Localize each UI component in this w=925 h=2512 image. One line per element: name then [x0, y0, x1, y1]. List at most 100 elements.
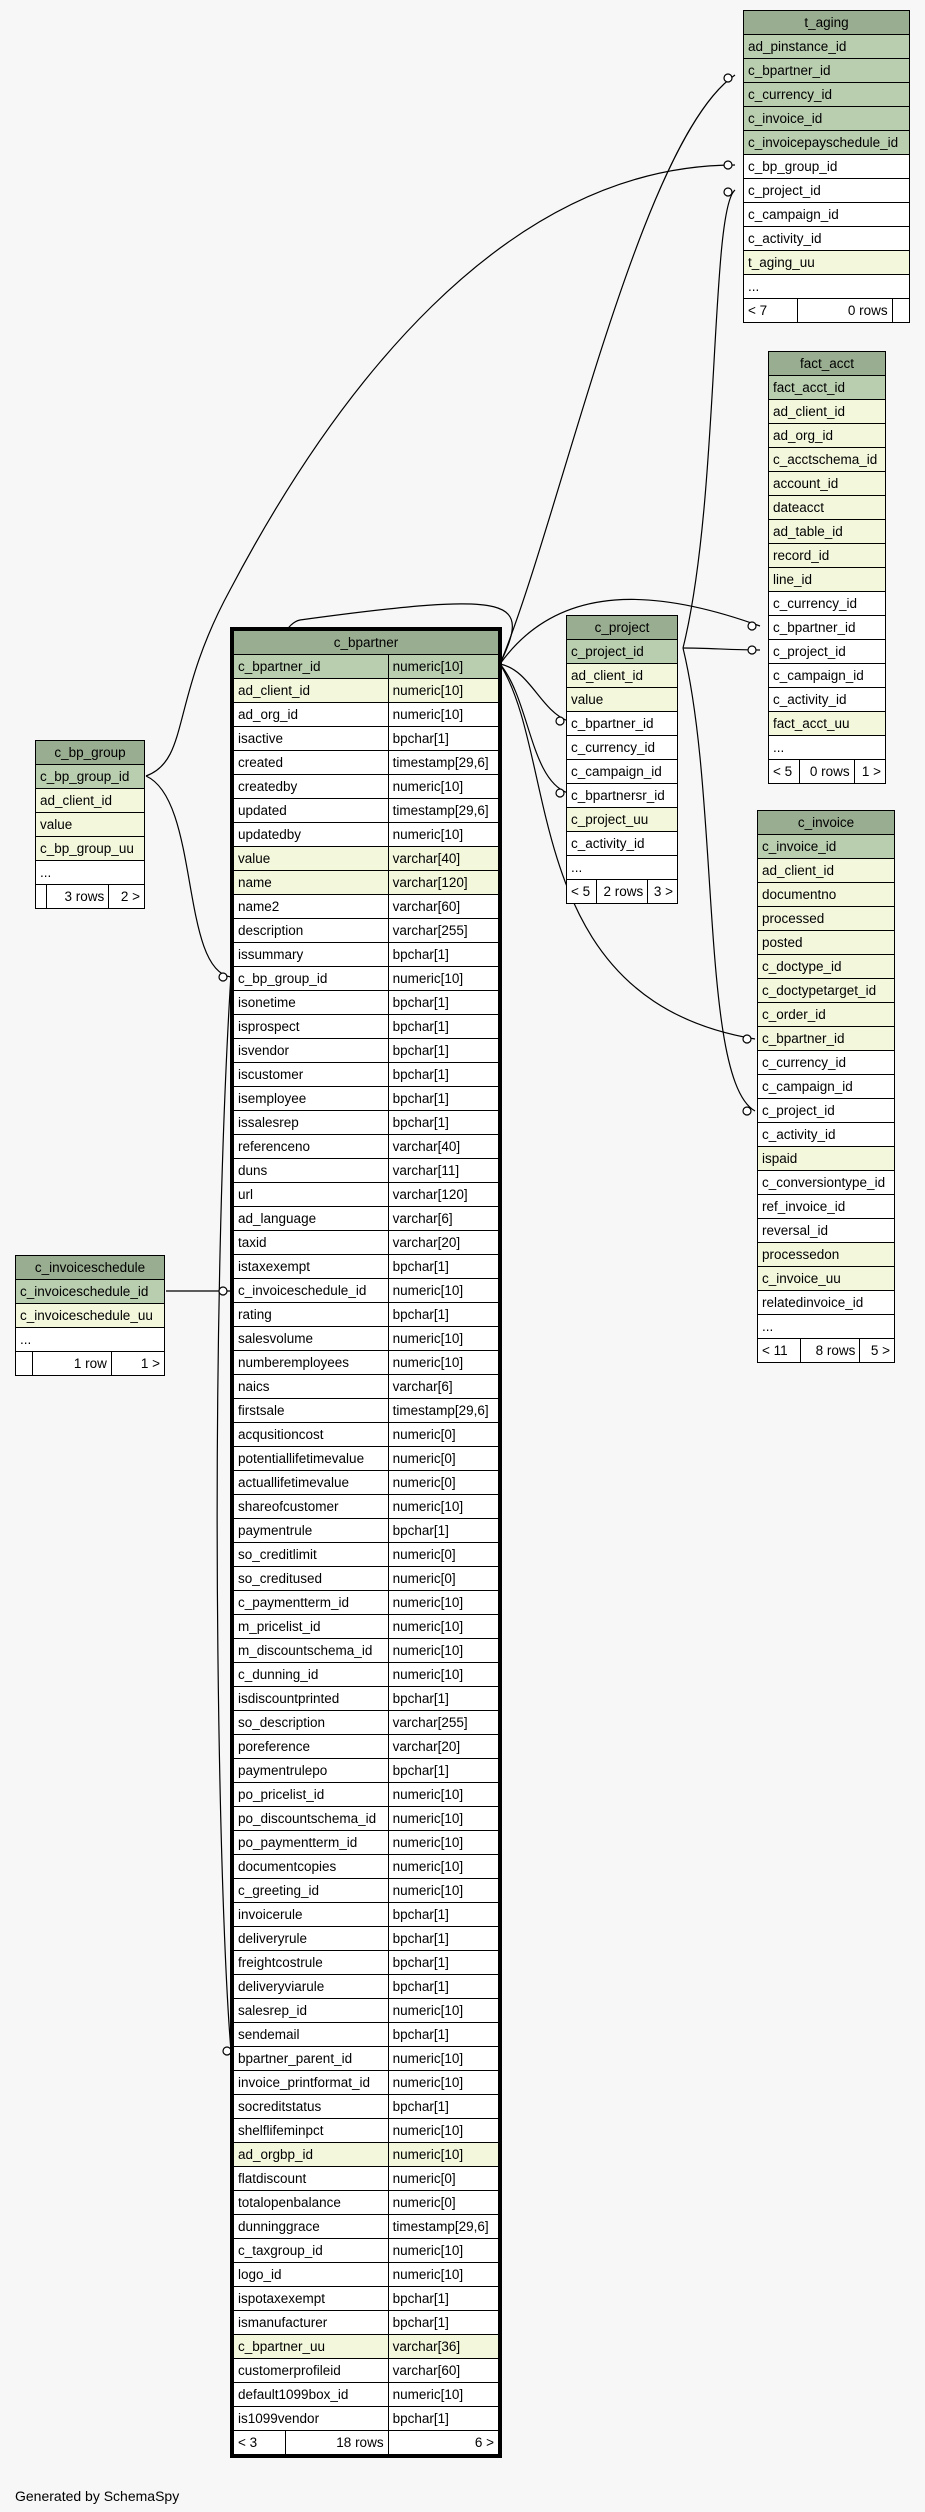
parents-count[interactable] [34, 884, 48, 909]
edge-project-to-t-aging [682, 189, 736, 649]
children-count[interactable]: 1 > [853, 759, 887, 784]
row-count: 18 rows [284, 2430, 389, 2455]
table-name[interactable]: fact_acct [768, 351, 886, 376]
c_bp_group-header-row: c_bp_group [35, 740, 145, 765]
column-row: relatedinvoice_id [757, 1290, 895, 1315]
table-name[interactable]: c_bp_group [35, 740, 145, 765]
more-columns-row: ... [35, 860, 145, 885]
column-name: value [566, 687, 678, 712]
column-type: numeric[0] [387, 1542, 500, 1567]
children-count[interactable]: 5 > [859, 1338, 895, 1363]
column-name: c_taxgroup_id [233, 2238, 389, 2263]
column-type: numeric[10] [387, 2238, 500, 2263]
ellipsis: ... [15, 1327, 165, 1352]
children-count[interactable]: 2 > [108, 884, 145, 909]
parents-count[interactable]: < 7 [742, 298, 799, 323]
column-name: paymentrule [233, 1518, 389, 1543]
column-type: numeric[10] [387, 1662, 500, 1687]
column-type: bpchar[1] [387, 1014, 500, 1039]
column-row: ad_client_id [566, 663, 678, 688]
column-name: c_project_id [743, 178, 910, 203]
parents-count[interactable] [15, 1351, 33, 1376]
parents-count[interactable]: < 11 [757, 1338, 801, 1363]
children-count[interactable]: 6 > [387, 2430, 500, 2455]
column-row: ad_client_id [757, 858, 895, 883]
column-name: ad_client_id [566, 663, 678, 688]
column-name: c_invoiceschedule_id [15, 1279, 165, 1304]
column-name: invoicerule [233, 1902, 389, 1927]
column-name: numberemployees [233, 1350, 389, 1375]
column-type: bpchar[1] [387, 1902, 500, 1927]
column-name: ad_org_id [768, 423, 886, 448]
column-name: firstsale [233, 1398, 389, 1423]
children-count[interactable]: 1 > [110, 1351, 166, 1376]
column-type: bpchar[1] [387, 1254, 500, 1279]
column-type: varchar[40] [387, 846, 500, 871]
table-name[interactable]: c_bpartner [233, 630, 499, 655]
column-type: numeric[0] [387, 1470, 500, 1495]
column-type: bpchar[1] [387, 942, 500, 967]
more-columns-row: ... [566, 855, 678, 880]
edge-bpartner-to-fact-acct [499, 598, 761, 665]
generated-by-footer: Generated by SchemaSpy [15, 2488, 180, 2504]
table-name[interactable]: c_invoice [757, 810, 895, 835]
column-type: varchar[255] [387, 918, 500, 943]
column-type: numeric[0] [387, 2190, 500, 2215]
column-name: ad_orgbp_id [233, 2142, 389, 2167]
column-type: numeric[10] [387, 1638, 500, 1663]
column-name: c_campaign_id [566, 759, 678, 784]
column-name: c_project_id [768, 639, 886, 664]
column-type: bpchar[1] [387, 2406, 500, 2431]
table-name[interactable]: c_invoiceschedule [15, 1255, 165, 1280]
column-type: varchar[36] [387, 2334, 500, 2359]
column-name: c_conversiontype_id [757, 1170, 895, 1195]
parents-count[interactable]: < 3 [233, 2430, 286, 2455]
children-count[interactable] [891, 298, 911, 323]
table-name[interactable]: t_aging [743, 10, 910, 35]
column-name: c_bpartner_id [768, 615, 886, 640]
column-type: numeric[10] [387, 654, 500, 679]
column-type: numeric[0] [387, 2166, 500, 2191]
column-name: c_dunning_id [233, 1662, 389, 1687]
edge-bpartner-to-project-bp [499, 663, 569, 722]
more-columns-row: ... [15, 1327, 165, 1352]
edge-bpartner-to-t-aging [499, 74, 736, 665]
parents-count[interactable]: < 5 [566, 879, 597, 904]
column-row: c_order_id [757, 1002, 895, 1027]
table-name[interactable]: c_project [566, 615, 678, 640]
column-name: c_currency_id [757, 1050, 895, 1075]
column-type: bpchar[1] [387, 2286, 500, 2311]
column-name: documentcopies [233, 1854, 389, 1879]
column-name: m_pricelist_id [233, 1614, 389, 1639]
column-name: ispaid [757, 1146, 895, 1171]
column-name: is1099vendor [233, 2406, 389, 2431]
edge-bpartner-to-project-bpsr [499, 663, 569, 794]
children-count[interactable]: 3 > [647, 879, 678, 904]
column-name: c_currency_id [743, 82, 910, 107]
column-row: ad_client_id [35, 788, 145, 813]
more-columns-row: ... [743, 274, 910, 299]
parents-count[interactable]: < 5 [767, 759, 801, 784]
